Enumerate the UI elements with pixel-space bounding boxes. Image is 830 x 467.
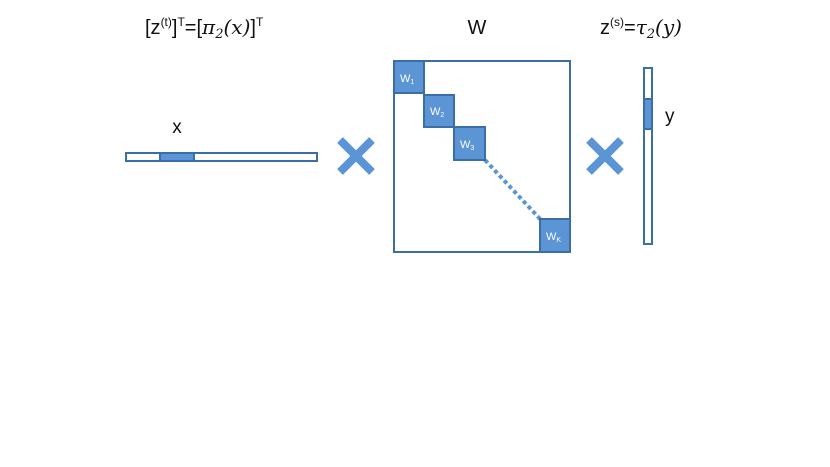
block-w2: W2 xyxy=(423,94,455,128)
y-vector xyxy=(643,67,653,245)
y-vector-segment xyxy=(643,98,653,130)
y-label: y xyxy=(665,106,675,127)
block-w3: W3 xyxy=(453,126,486,161)
block-w1: W1 xyxy=(393,60,425,94)
x-vector xyxy=(125,152,318,162)
block-w2-label: W2 xyxy=(430,106,444,119)
block-w1-label: W1 xyxy=(400,73,414,86)
multiply-icon xyxy=(586,137,624,175)
zs-formula-label: z(s)=τ2(y) xyxy=(600,15,682,42)
zt-formula-label: [z(t)]T=[π2(x)]T xyxy=(145,15,264,42)
block-w3-label: W3 xyxy=(460,139,474,152)
x-vector-segment xyxy=(159,152,195,162)
block-wk: WK xyxy=(539,218,571,253)
W-matrix-label: W xyxy=(468,17,487,39)
block-wk-label: WK xyxy=(546,231,561,244)
multiply-icon xyxy=(337,137,375,175)
x-label: x xyxy=(172,117,182,138)
